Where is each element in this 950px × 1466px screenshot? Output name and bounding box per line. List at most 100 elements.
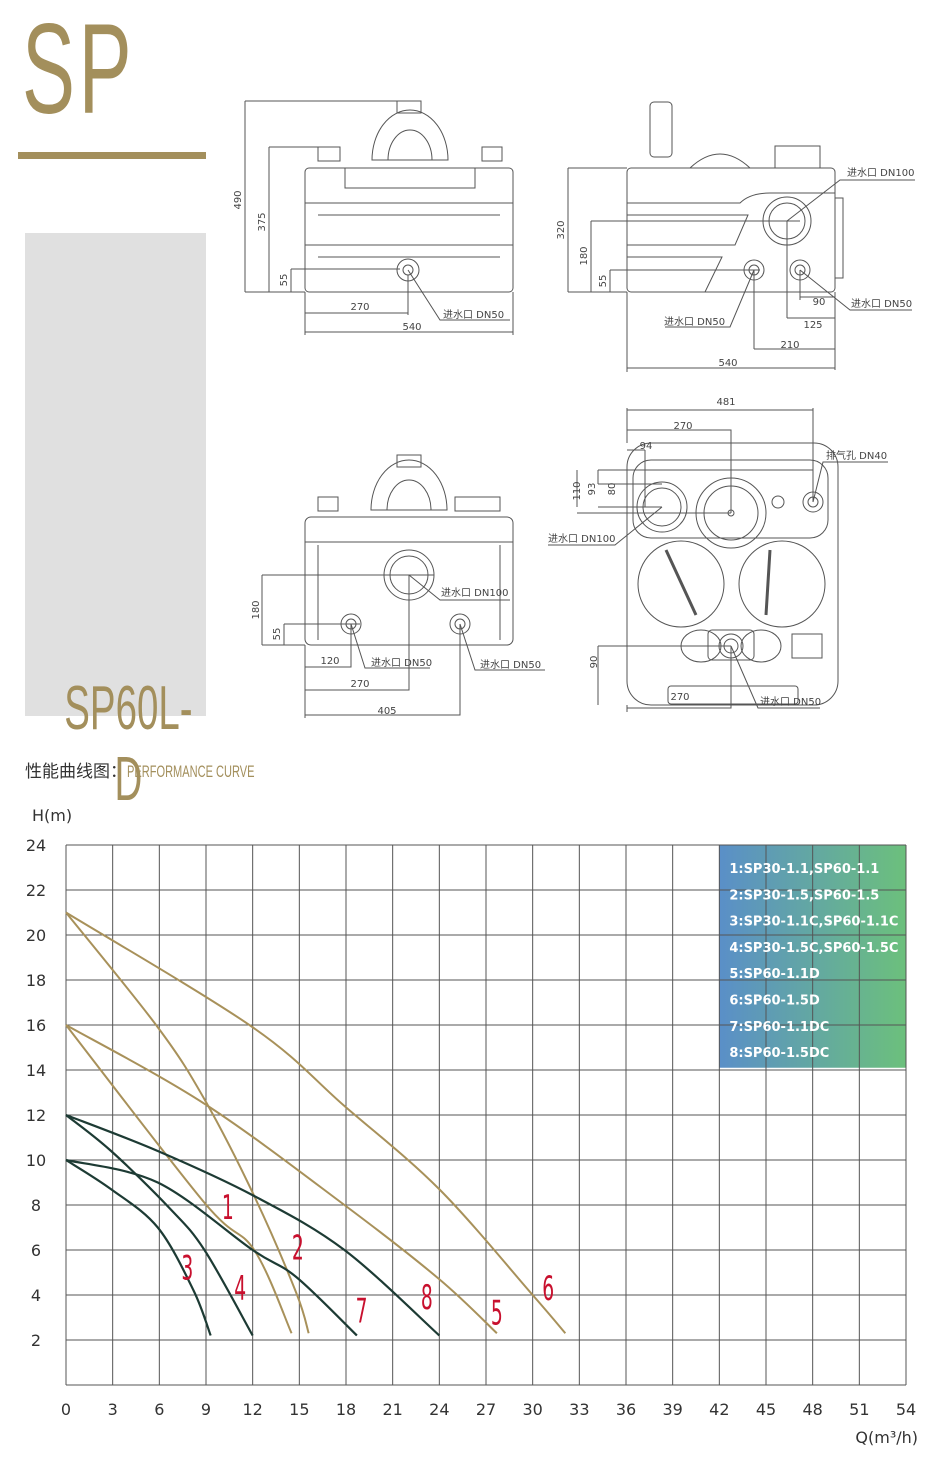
performance-chart: H(m) Q(m³/h) 1:SP30-1.1,SP60-1.12:SP30-1…: [26, 806, 918, 1447]
y-tick-label: 4: [31, 1286, 41, 1305]
y-tick-label: 24: [26, 836, 46, 855]
dim-180: 180: [251, 600, 262, 619]
front-view-drawing: 490 375 55 270 540 进水口 DN50: [233, 100, 514, 335]
vent-dn40-label: 排气孔 DN40: [826, 449, 887, 462]
y-axis-label: H(m): [32, 806, 72, 825]
curve-2: [65, 911, 310, 1334]
legend-entry: 6:SP60-1.5D: [729, 994, 820, 1009]
dim-540: 540: [402, 322, 421, 333]
curve-7: [65, 1158, 358, 1337]
dim-55: 55: [279, 274, 290, 287]
dim-481: 481: [716, 397, 735, 408]
x-tick-label: 39: [662, 1400, 682, 1419]
dim-320: 320: [556, 220, 567, 239]
dim-55: 55: [598, 275, 609, 288]
x-tick-label: 24: [429, 1400, 449, 1419]
x-tick-label: 30: [522, 1400, 542, 1419]
dim-210: 210: [780, 340, 799, 351]
legend-entry: 8:SP60-1.5DC: [729, 1046, 829, 1061]
inlet-dn50-right-label: 进水口 DN50: [480, 659, 541, 671]
x-tick-label: 27: [476, 1400, 496, 1419]
dim-270: 270: [350, 302, 369, 313]
dim-93: 93: [587, 483, 598, 496]
x-tick-label: 42: [709, 1400, 729, 1419]
inlet-dn50-label: 进水口 DN50: [760, 696, 821, 708]
dim-110: 110: [572, 481, 583, 500]
x-tick-label: 15: [289, 1400, 309, 1419]
x-tick-label: 0: [61, 1400, 71, 1419]
logo-underline: [18, 152, 206, 159]
curve-label-8: 8: [421, 1279, 433, 1317]
legend-entry: 5:SP60-1.1D: [729, 967, 820, 982]
dim-55: 55: [272, 628, 283, 641]
title-cn: 性能曲线图：: [25, 762, 127, 782]
curve-3: [65, 1159, 212, 1336]
brand-logo: SP: [22, 0, 136, 141]
dim-490: 490: [233, 190, 244, 209]
inlet-dn50-right-label: 进水口 DN50: [851, 298, 912, 310]
y-tick-label: 12: [26, 1106, 46, 1125]
inlet-dn100-label: 进水口 DN100: [847, 167, 914, 179]
curve-label-4: 4: [234, 1270, 246, 1308]
title-en: PERFORMANCE CURVE: [127, 762, 255, 781]
curve-8: [65, 1113, 441, 1337]
dim-90: 90: [813, 297, 826, 308]
x-tick-label: 36: [616, 1400, 636, 1419]
x-tick-label: 12: [242, 1400, 262, 1419]
dimension-drawings: 490 375 55 270 540 进水口 DN50 320 180 55 9…: [233, 100, 915, 718]
curve-label-1: 1: [222, 1189, 234, 1227]
x-tick-label: 3: [108, 1400, 118, 1419]
legend-entry: 1:SP30-1.1,SP60-1.1: [729, 862, 879, 877]
curve-label-3: 3: [181, 1250, 193, 1288]
dim-270-top: 270: [673, 421, 692, 432]
curve-5: [65, 1024, 498, 1334]
x-tick-label: 9: [201, 1400, 211, 1419]
x-tick-label: 48: [802, 1400, 822, 1419]
dim-90: 90: [589, 656, 600, 669]
model-name-text: SP60L-D: [64, 674, 193, 814]
legend-entry: 2:SP30-1.5,SP60-1.5: [729, 888, 879, 903]
dim-180: 180: [579, 246, 590, 265]
dim-405: 405: [377, 706, 396, 717]
dim-270: 270: [350, 679, 369, 690]
y-tick-label: 2: [31, 1331, 41, 1350]
y-tick-label: 18: [26, 971, 46, 990]
x-tick-label: 51: [849, 1400, 869, 1419]
inlet-dn50-left-label: 进水口 DN50: [371, 657, 432, 669]
curve-label-5: 5: [491, 1295, 503, 1333]
performance-curve-title: 性能曲线图：PERFORMANCE CURVE: [25, 757, 323, 782]
dim-80: 80: [607, 483, 618, 496]
x-tick-label: 45: [756, 1400, 776, 1419]
curve-1: [65, 1024, 293, 1334]
side-view-drawing: 320 180 55 90 125 210 540 进水口 DN100 进水口 …: [556, 101, 915, 372]
top-view-drawing: 481 270 94 110 93 80 90 270 排气孔 DN40 进水口…: [548, 397, 888, 712]
x-tick-label: 33: [569, 1400, 589, 1419]
legend-entry: 4:SP30-1.5C,SP60-1.5C: [729, 941, 898, 956]
y-tick-label: 8: [31, 1196, 41, 1215]
curve-6: [65, 911, 567, 1334]
legend-entry: 7:SP60-1.1DC: [729, 1020, 829, 1035]
y-tick-label: 16: [26, 1016, 46, 1035]
dim-270-bottom: 270: [670, 692, 689, 703]
curve-label-2: 2: [292, 1230, 304, 1268]
inlet-label: 进水口 DN50: [443, 309, 504, 321]
model-panel: SP60L-D: [25, 233, 206, 814]
dim-120: 120: [320, 656, 339, 667]
y-tick-label: 6: [31, 1241, 41, 1260]
rear-view-drawing: 180 55 120 270 405 进水口 DN100 进水口 DN50 进水…: [251, 454, 545, 718]
curve-label-6: 6: [542, 1270, 554, 1308]
y-tick-label: 10: [26, 1151, 46, 1170]
inlet-dn100-label: 进水口 DN100: [441, 587, 508, 599]
x-tick-label: 6: [154, 1400, 164, 1419]
y-tick-label: 14: [26, 1061, 46, 1080]
legend-entry: 3:SP30-1.1C,SP60-1.1C: [729, 915, 898, 930]
dim-540: 540: [718, 358, 737, 369]
dim-125: 125: [803, 320, 822, 331]
model-name: SP60L-D: [25, 673, 206, 815]
dim-94: 94: [640, 441, 653, 452]
inlet-dn100-label: 进水口 DN100: [548, 533, 615, 545]
curve-label-7: 7: [356, 1293, 368, 1331]
y-tick-label: 22: [26, 881, 46, 900]
dim-375: 375: [257, 212, 268, 231]
x-tick-label: 18: [336, 1400, 356, 1419]
